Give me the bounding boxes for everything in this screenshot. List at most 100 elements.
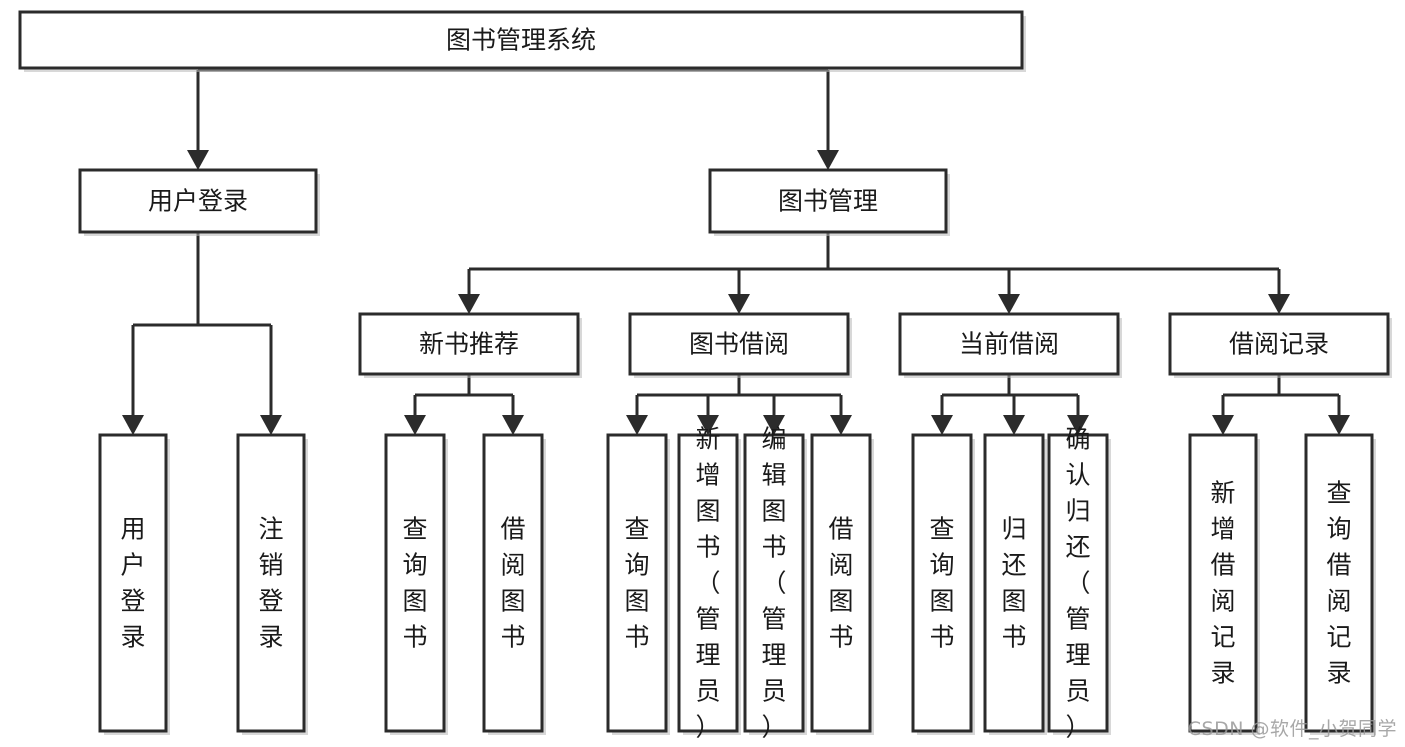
node-label: 图: [929, 587, 954, 616]
node-user-login[interactable]: 用户登录: [78, 168, 320, 236]
node-label: 阅: [1326, 587, 1351, 616]
node-label: 录: [1326, 659, 1351, 688]
node-label: 书: [1001, 623, 1026, 652]
node-label: 询: [624, 551, 649, 580]
node-label: 询: [929, 551, 954, 580]
node-label: 书: [624, 623, 649, 652]
node-label: 书: [695, 533, 720, 562]
node-label: （: [695, 569, 720, 598]
node-label: 图书管理: [778, 187, 878, 216]
arrow-head-icon: [1268, 294, 1290, 314]
arrow-head-icon: [998, 294, 1020, 314]
arrow-head-icon: [1212, 415, 1234, 435]
node-label: 录: [258, 623, 283, 652]
arrow-head-icon: [260, 415, 282, 435]
node-label: 图书借阅: [689, 330, 789, 359]
node-label: 增: [695, 461, 720, 490]
node-label: 当前借阅: [959, 330, 1059, 359]
arrow-head-icon: [187, 150, 209, 170]
node-label: 阅: [1210, 587, 1235, 616]
arrow-head-icon: [458, 294, 480, 314]
node-borrow-record[interactable]: 借阅记录: [1168, 312, 1392, 378]
node-label: 图: [761, 497, 786, 526]
node-label: 借: [1326, 551, 1351, 580]
node-label: ）: [695, 713, 720, 742]
node-label: 认: [1065, 461, 1090, 490]
node-label: 确: [1065, 425, 1090, 454]
node-user-login-leaf[interactable]: 用户登录: [98, 433, 170, 735]
node-label: 图: [624, 587, 649, 616]
node-label: 书: [402, 623, 427, 652]
node-new-book-recommend[interactable]: 新书推荐: [358, 312, 582, 378]
node-label: （: [761, 569, 786, 598]
node-label: 户: [120, 551, 145, 580]
node-label: 借阅记录: [1229, 330, 1329, 359]
node-label: 记: [1326, 623, 1351, 652]
node-label: 员: [695, 677, 720, 706]
node-label: 书: [929, 623, 954, 652]
node-book-manage[interactable]: 图书管理: [708, 168, 950, 236]
node-root[interactable]: 图书管理系统: [18, 10, 1026, 72]
arrow-head-icon: [404, 415, 426, 435]
node-label: 录: [1210, 659, 1235, 688]
arrow-head-icon: [502, 415, 524, 435]
node-label: 增: [1210, 515, 1235, 544]
arrow-head-icon: [728, 294, 750, 314]
node-label: 书: [500, 623, 525, 652]
node-label: 询: [1326, 515, 1351, 544]
node-label: 录: [120, 623, 145, 652]
node-label: 还: [1001, 551, 1026, 580]
node-label: 注: [258, 515, 283, 544]
node-label: 编: [761, 425, 786, 454]
node-label: 登: [120, 587, 145, 616]
arrow-head-icon: [697, 415, 719, 435]
arrow-head-icon: [931, 415, 953, 435]
node-label: 员: [761, 677, 786, 706]
node-label: 图: [1001, 587, 1026, 616]
node-label: 查: [402, 515, 427, 544]
node-label: 查: [929, 515, 954, 544]
node-label: 借: [1210, 551, 1235, 580]
node-label: 管: [1065, 605, 1090, 634]
arrow-head-icon: [1067, 415, 1089, 435]
node-label: ）: [761, 713, 786, 742]
node-label: 图: [828, 587, 853, 616]
node-current-borrow[interactable]: 当前借阅: [898, 312, 1122, 378]
node-label: 管: [695, 605, 720, 634]
node-label: 查: [1326, 479, 1351, 508]
node-label: 登: [258, 587, 283, 616]
node-label: 新: [1210, 479, 1235, 508]
node-book-borrow[interactable]: 图书借阅: [628, 312, 852, 378]
arrow-head-icon: [1328, 415, 1350, 435]
node-label: 理: [695, 641, 720, 670]
node-label: 图: [695, 497, 720, 526]
node-label: 图: [500, 587, 525, 616]
node-label: 销: [258, 551, 283, 580]
node-label: 图: [402, 587, 427, 616]
node-label: 阅: [500, 551, 525, 580]
node-label: 书: [761, 533, 786, 562]
node-label: 借: [500, 515, 525, 544]
node-label: 管: [761, 605, 786, 634]
arrow-head-icon: [122, 415, 144, 435]
node-label: 员: [1065, 677, 1090, 706]
node-label: 记: [1210, 623, 1235, 652]
node-label: 还: [1065, 533, 1090, 562]
node-label: 辑: [761, 461, 786, 490]
node-label: 书: [828, 623, 853, 652]
node-label: 查: [624, 515, 649, 544]
